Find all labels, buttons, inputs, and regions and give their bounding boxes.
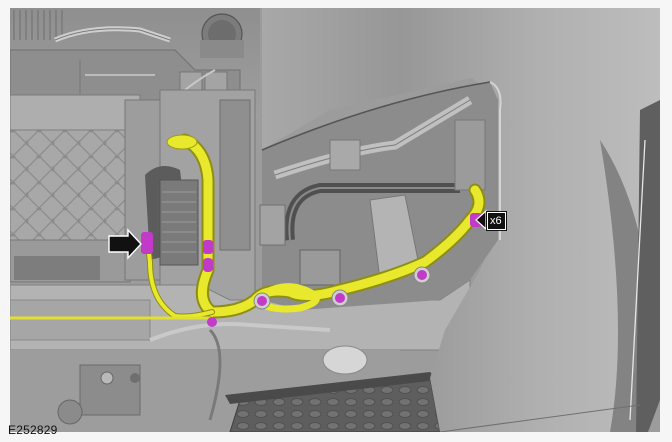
retaining-clips: [141, 213, 482, 327]
harness-top-connector: [166, 134, 198, 150]
clip-icon: [413, 266, 431, 284]
harness-connector-branch: [146, 244, 214, 319]
clip-quantity-label: x6: [486, 211, 507, 231]
clip-icon: [203, 240, 213, 254]
harness-main-branch: [180, 135, 484, 317]
figure-reference-id: E252829: [8, 423, 58, 437]
arrow-left-icon: [475, 209, 487, 231]
clip-icon: [207, 317, 217, 327]
arrow-right-icon: [108, 228, 142, 260]
clip-icon: [331, 289, 349, 307]
clip-icon: [253, 292, 271, 310]
clip-icon: [203, 258, 213, 272]
wiring-harness: [10, 133, 486, 320]
connector-block: [299, 249, 341, 286]
radiator-grille-block: [10, 94, 166, 283]
bumper-fender-panel: [262, 8, 660, 432]
harness-connector-clip: [141, 232, 153, 254]
